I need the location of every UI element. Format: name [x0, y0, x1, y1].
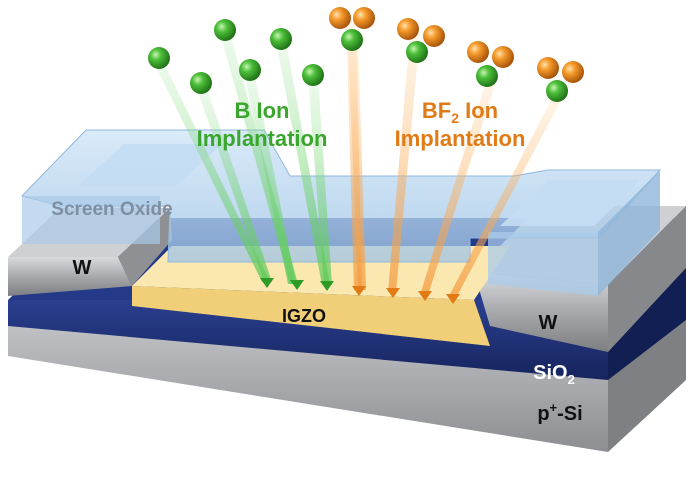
- bf2-subscript: 2: [451, 110, 459, 126]
- bf2-molecule: [329, 7, 375, 51]
- bf2-molecule: [467, 41, 514, 87]
- bf2-suffix: Ion: [459, 98, 498, 123]
- p-si-label: p+-Si: [537, 400, 582, 425]
- b-ion-beams: [154, 33, 332, 285]
- bf2-molecules: [329, 7, 584, 102]
- b-ion-label-line2: Implantation: [197, 126, 328, 151]
- b-ion-atom: [239, 59, 261, 81]
- b-ions: [148, 19, 324, 94]
- bf2-molecule: [537, 57, 584, 102]
- w-left-label: W: [73, 257, 92, 279]
- igzo-label: IGZO: [282, 306, 326, 326]
- bf2-molecule: [397, 18, 445, 63]
- p-si-p: p: [537, 403, 549, 425]
- p-si-superscript: +: [550, 400, 558, 415]
- b-ion-atom: [190, 72, 212, 94]
- p-si-rest: -Si: [557, 403, 583, 425]
- b-ion-atom: [302, 64, 324, 86]
- bf2-ion-label-line2: Implantation: [395, 126, 526, 151]
- sio2-label: SiO2: [533, 362, 575, 387]
- bf2-ion-arrowheads: [352, 286, 460, 304]
- b-ion-arrowheads: [260, 278, 334, 291]
- screen-oxide: [21, 129, 662, 296]
- w-right-label: W: [539, 312, 558, 334]
- sio2-prefix: SiO: [533, 362, 567, 384]
- b-ion-atom: [214, 19, 236, 41]
- sio2-subscript: 2: [568, 372, 575, 387]
- bf2-ion-beams: [346, 20, 566, 298]
- b-ion-atom: [148, 47, 170, 69]
- bf2-ion-label-line1: BF2 Ion: [422, 98, 498, 126]
- bf2-prefix: BF: [422, 98, 451, 123]
- b-ion-label-line1: B Ion: [235, 98, 290, 123]
- b-ion-atom: [270, 28, 292, 50]
- screen-oxide-label: Screen Oxide: [51, 199, 172, 220]
